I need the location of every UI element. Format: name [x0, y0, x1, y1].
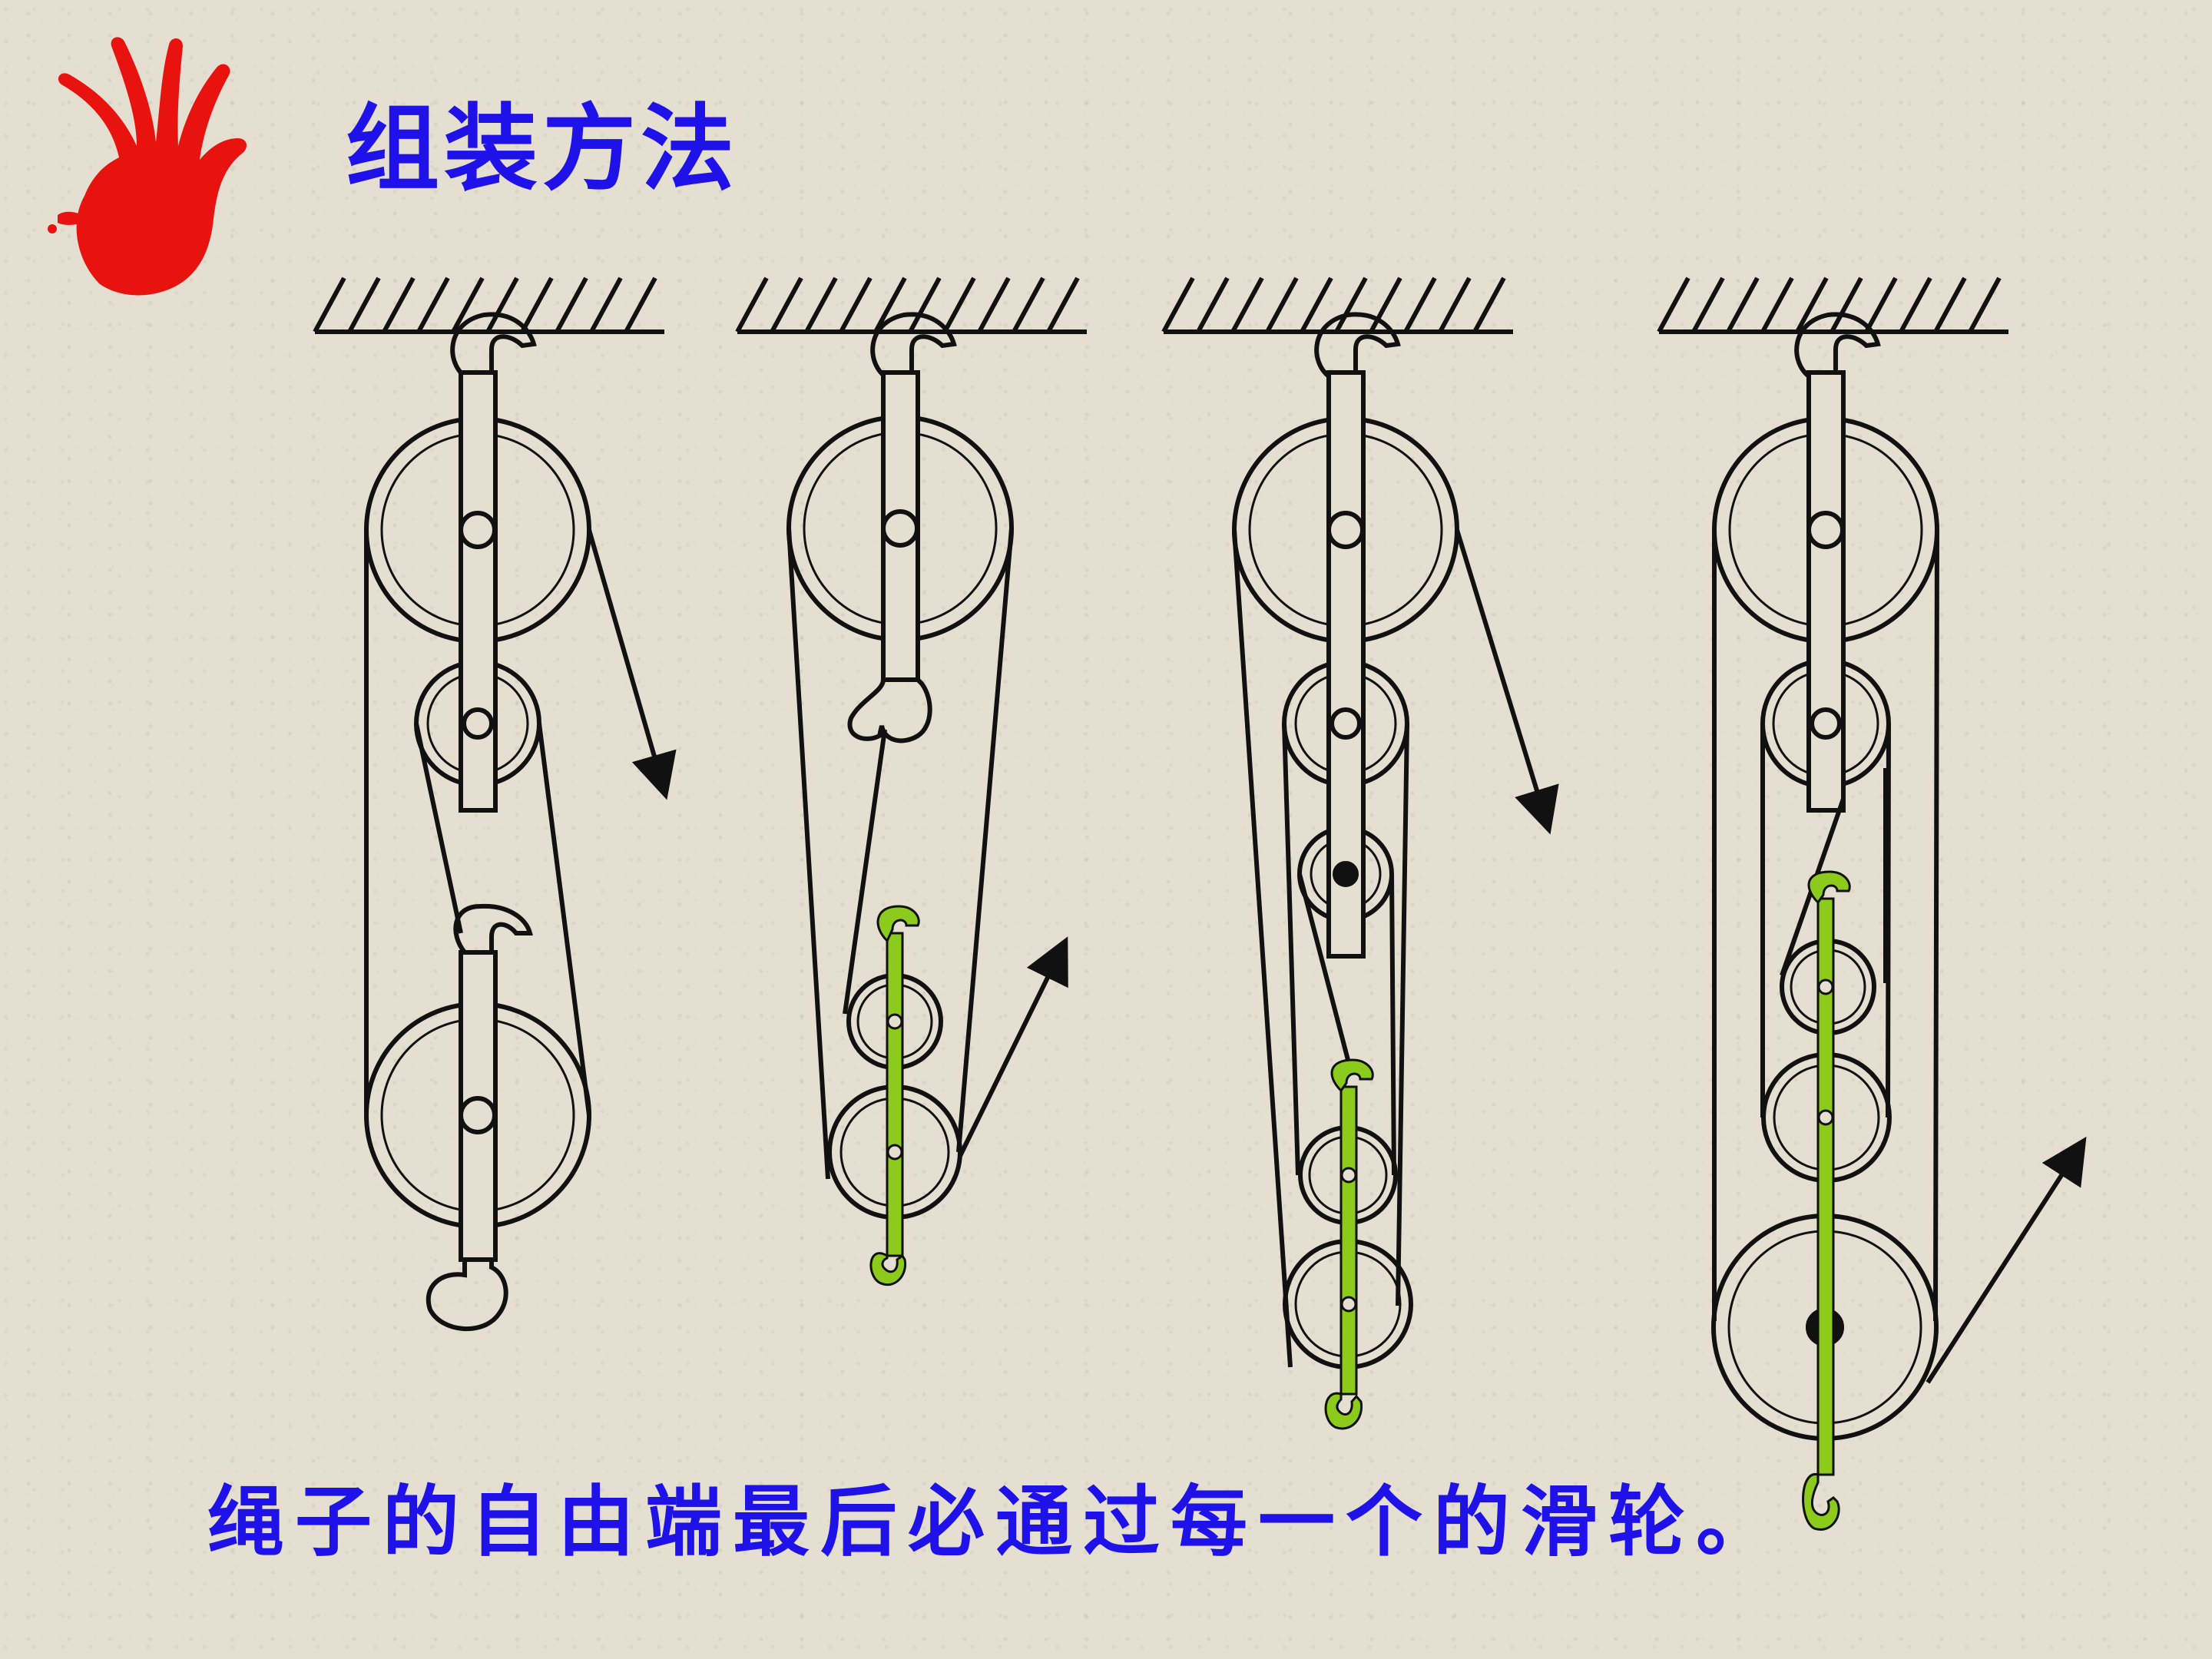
green-straps	[869, 870, 1851, 1531]
ceiling-hatch	[313, 276, 664, 334]
ceiling-hatch	[735, 276, 1087, 334]
ceiling-hatch	[1657, 276, 2008, 334]
green-hook-top	[1807, 870, 1851, 905]
ceiling-hook	[870, 312, 957, 379]
movable-hook-top	[453, 903, 533, 954]
caption-text: 绳子的自由端最后必通过每一个的滑轮。	[207, 1476, 1783, 1567]
ceiling-hatch	[1161, 276, 1513, 334]
strap-axles	[886, 979, 1834, 1313]
ceiling-hook	[1314, 312, 1401, 379]
green-strap	[886, 932, 904, 1257]
pulley-system-4	[1657, 276, 2087, 1441]
green-strap	[1816, 897, 1835, 1476]
red-hand-print-icon	[48, 37, 247, 296]
green-hook-bottom	[1802, 1473, 1840, 1531]
green-hook-top	[1330, 1058, 1374, 1093]
green-hook-bottom	[869, 1252, 907, 1286]
green-hook-top	[876, 905, 920, 943]
strap-hook	[847, 677, 932, 743]
load-hook	[426, 1260, 508, 1331]
page-title: 组装方法	[346, 94, 739, 204]
pulley-system-1	[313, 276, 677, 1331]
pulley-system-2	[735, 276, 1087, 1220]
ceiling-hook	[450, 312, 537, 379]
ceiling-hook	[1794, 312, 1881, 379]
green-strap	[1339, 1085, 1358, 1396]
green-hook-bottom	[1324, 1392, 1363, 1430]
